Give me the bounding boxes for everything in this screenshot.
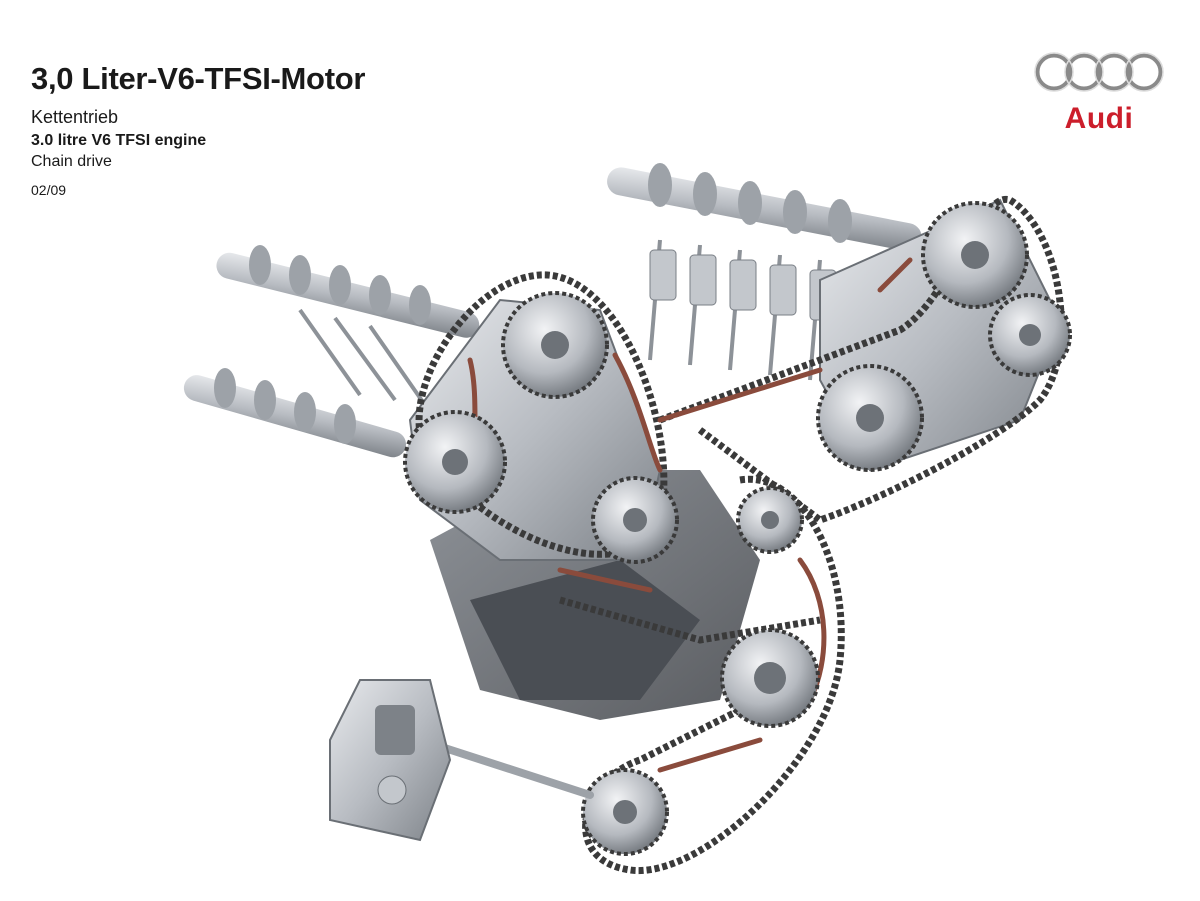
audi-wordmark: Audi: [1064, 102, 1134, 135]
four-rings-icon: [1034, 52, 1164, 92]
subtitle-english: Chain drive: [31, 153, 112, 170]
oil-pump: [329, 679, 594, 842]
slide-code: 02/09: [31, 182, 67, 198]
camshaft-right: [607, 163, 922, 252]
audi-logo: Audi: [1032, 46, 1166, 136]
title-block: 3,0 Liter-V6-TFSI-Motor Kettentrieb 3.0 …: [31, 60, 365, 199]
camshaft-left-lower: [183, 368, 407, 458]
page-title: 3,0 Liter-V6-TFSI-Motor: [31, 61, 366, 96]
title-english: 3.0 litre V6 TFSI engine: [31, 132, 207, 149]
camshaft-left-upper: [216, 245, 480, 338]
sprockets: [403, 201, 1072, 856]
subtitle-german: Kettentrieb: [31, 107, 119, 127]
